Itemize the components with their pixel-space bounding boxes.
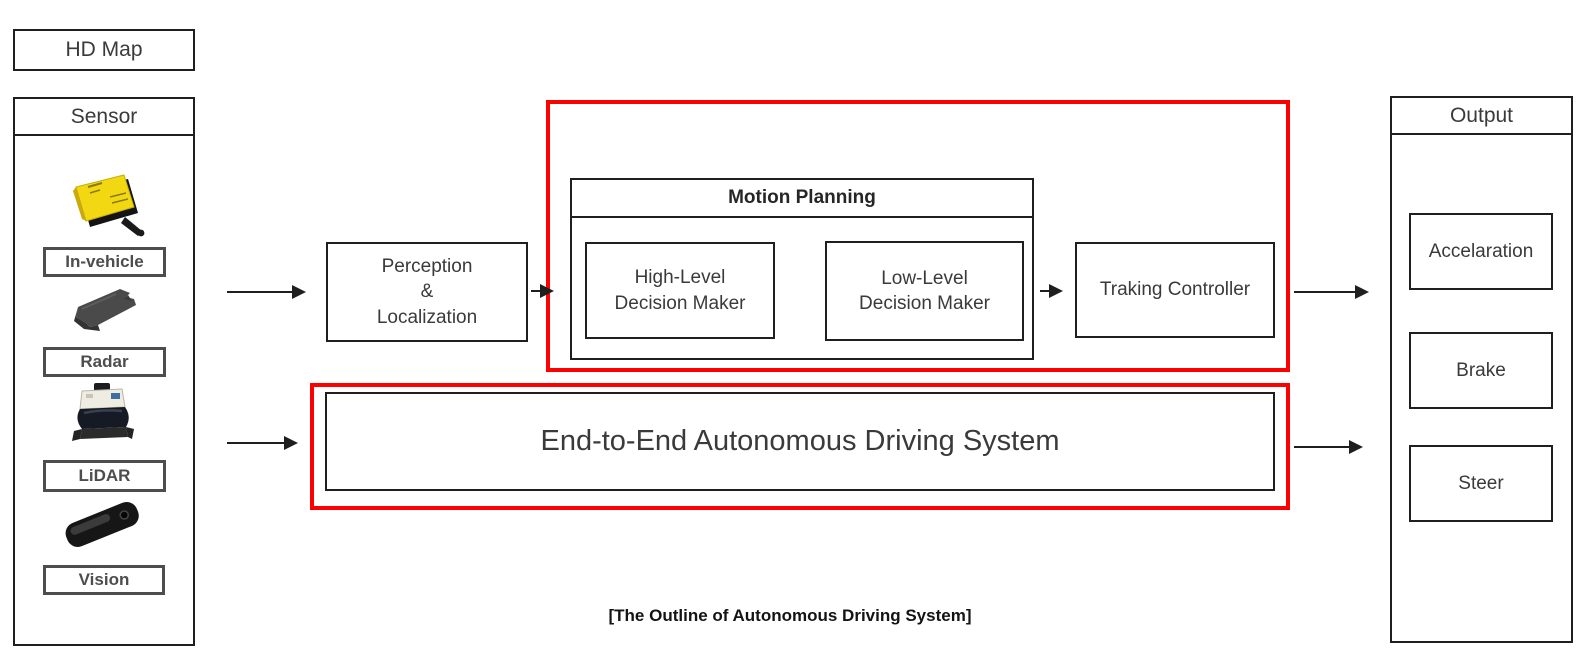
sensor-column-header: Sensor: [15, 99, 193, 136]
lidar-sensor-glyph: [72, 383, 134, 441]
sensor-item-radar: Radar: [43, 347, 166, 377]
diagram-caption: [The Outline of Autonomous Driving Syste…: [608, 606, 972, 625]
output-accelaration-box: Accelaration: [1409, 213, 1553, 290]
in-vehicle-sensor-glyph: [73, 174, 145, 237]
end-to-end-box: End-to-End Autonomous Driving System: [325, 392, 1275, 491]
lidar-label: LiDAR: [78, 466, 131, 485]
low-level-decision-maker-box: Low-Level Decision Maker: [825, 241, 1024, 341]
vision-camera-glyph: [65, 501, 139, 547]
output-steer-box: Steer: [1409, 445, 1553, 522]
vision-label: Vision: [78, 570, 130, 589]
sensor-title: Sensor: [70, 104, 138, 128]
in-vehicle-label: In-vehicle: [65, 252, 144, 271]
lidar-sensor-icon: [58, 381, 146, 451]
high-level-decision-maker-label: High-Level Decision Maker: [614, 267, 746, 314]
modular-pipeline-highlight: [546, 100, 1290, 372]
output-title: Output: [1449, 103, 1514, 127]
low-level-decision-maker-label: Low-Level Decision Maker: [859, 267, 990, 314]
brake-label: Brake: [1456, 359, 1506, 381]
vision-camera-icon: [54, 491, 150, 557]
hd-map-label: HD Map: [65, 38, 143, 62]
steer-label: Steer: [1458, 472, 1504, 494]
in-vehicle-sensor-icon: [58, 163, 150, 245]
output-column-header: Output: [1392, 98, 1571, 135]
traking-controller-label: Traking Controller: [1099, 279, 1251, 301]
sensor-item-vision: Vision: [43, 565, 165, 595]
accelaration-label: Accelaration: [1428, 240, 1534, 262]
radar-label: Radar: [80, 352, 129, 371]
hd-map-box: HD Map: [13, 29, 195, 71]
sensor-item-lidar: LiDAR: [43, 460, 166, 492]
perception-localization-box: Perception & Localization: [326, 242, 528, 342]
end-to-end-highlight: [310, 383, 1290, 510]
radar-sensor-glyph: [74, 289, 136, 331]
high-level-decision-maker-box: High-Level Decision Maker: [585, 242, 775, 339]
motion-planning-title: Motion Planning: [728, 187, 876, 208]
traking-controller-box: Traking Controller: [1075, 242, 1275, 338]
radar-sensor-icon: [64, 281, 148, 339]
output-brake-box: Brake: [1409, 332, 1553, 409]
sensor-item-in-vehicle: In-vehicle: [43, 247, 166, 277]
perception-localization-label: Perception & Localization: [376, 256, 478, 328]
end-to-end-label: End-to-End Autonomous Driving System: [540, 425, 1060, 458]
motion-planning-header: Motion Planning: [572, 180, 1032, 218]
